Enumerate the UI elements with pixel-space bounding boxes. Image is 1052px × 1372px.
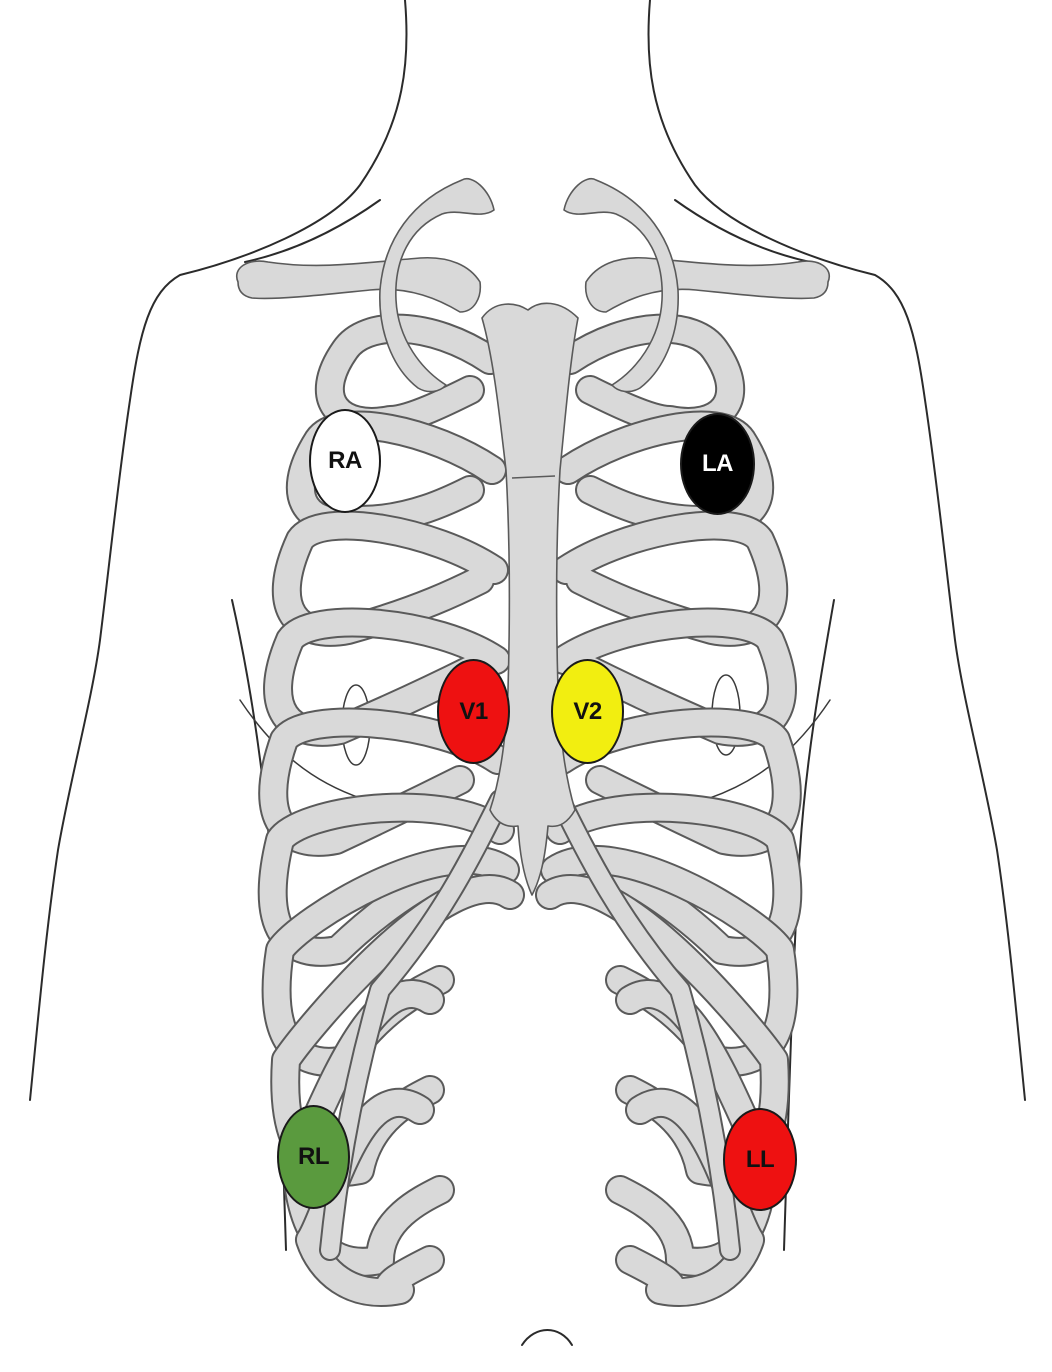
sternum bbox=[482, 303, 578, 895]
electrode-rl: RL bbox=[277, 1105, 350, 1209]
electrode-ll-label: LL bbox=[746, 1146, 774, 1174]
electrode-ra: RA bbox=[309, 409, 381, 513]
electrode-la-label: LA bbox=[702, 450, 733, 478]
electrode-ll: LL bbox=[723, 1108, 797, 1211]
left-clavicle bbox=[586, 258, 830, 312]
electrode-v2-label: V2 bbox=[573, 698, 601, 726]
electrode-v1-label: V1 bbox=[459, 698, 487, 726]
electrode-rl-label: RL bbox=[298, 1143, 329, 1171]
electrode-ra-label: RA bbox=[328, 447, 362, 475]
electrode-v2: V2 bbox=[551, 659, 624, 764]
electrode-v1: V1 bbox=[437, 659, 510, 764]
right-clavicle bbox=[237, 258, 481, 312]
electrode-la: LA bbox=[680, 413, 755, 515]
